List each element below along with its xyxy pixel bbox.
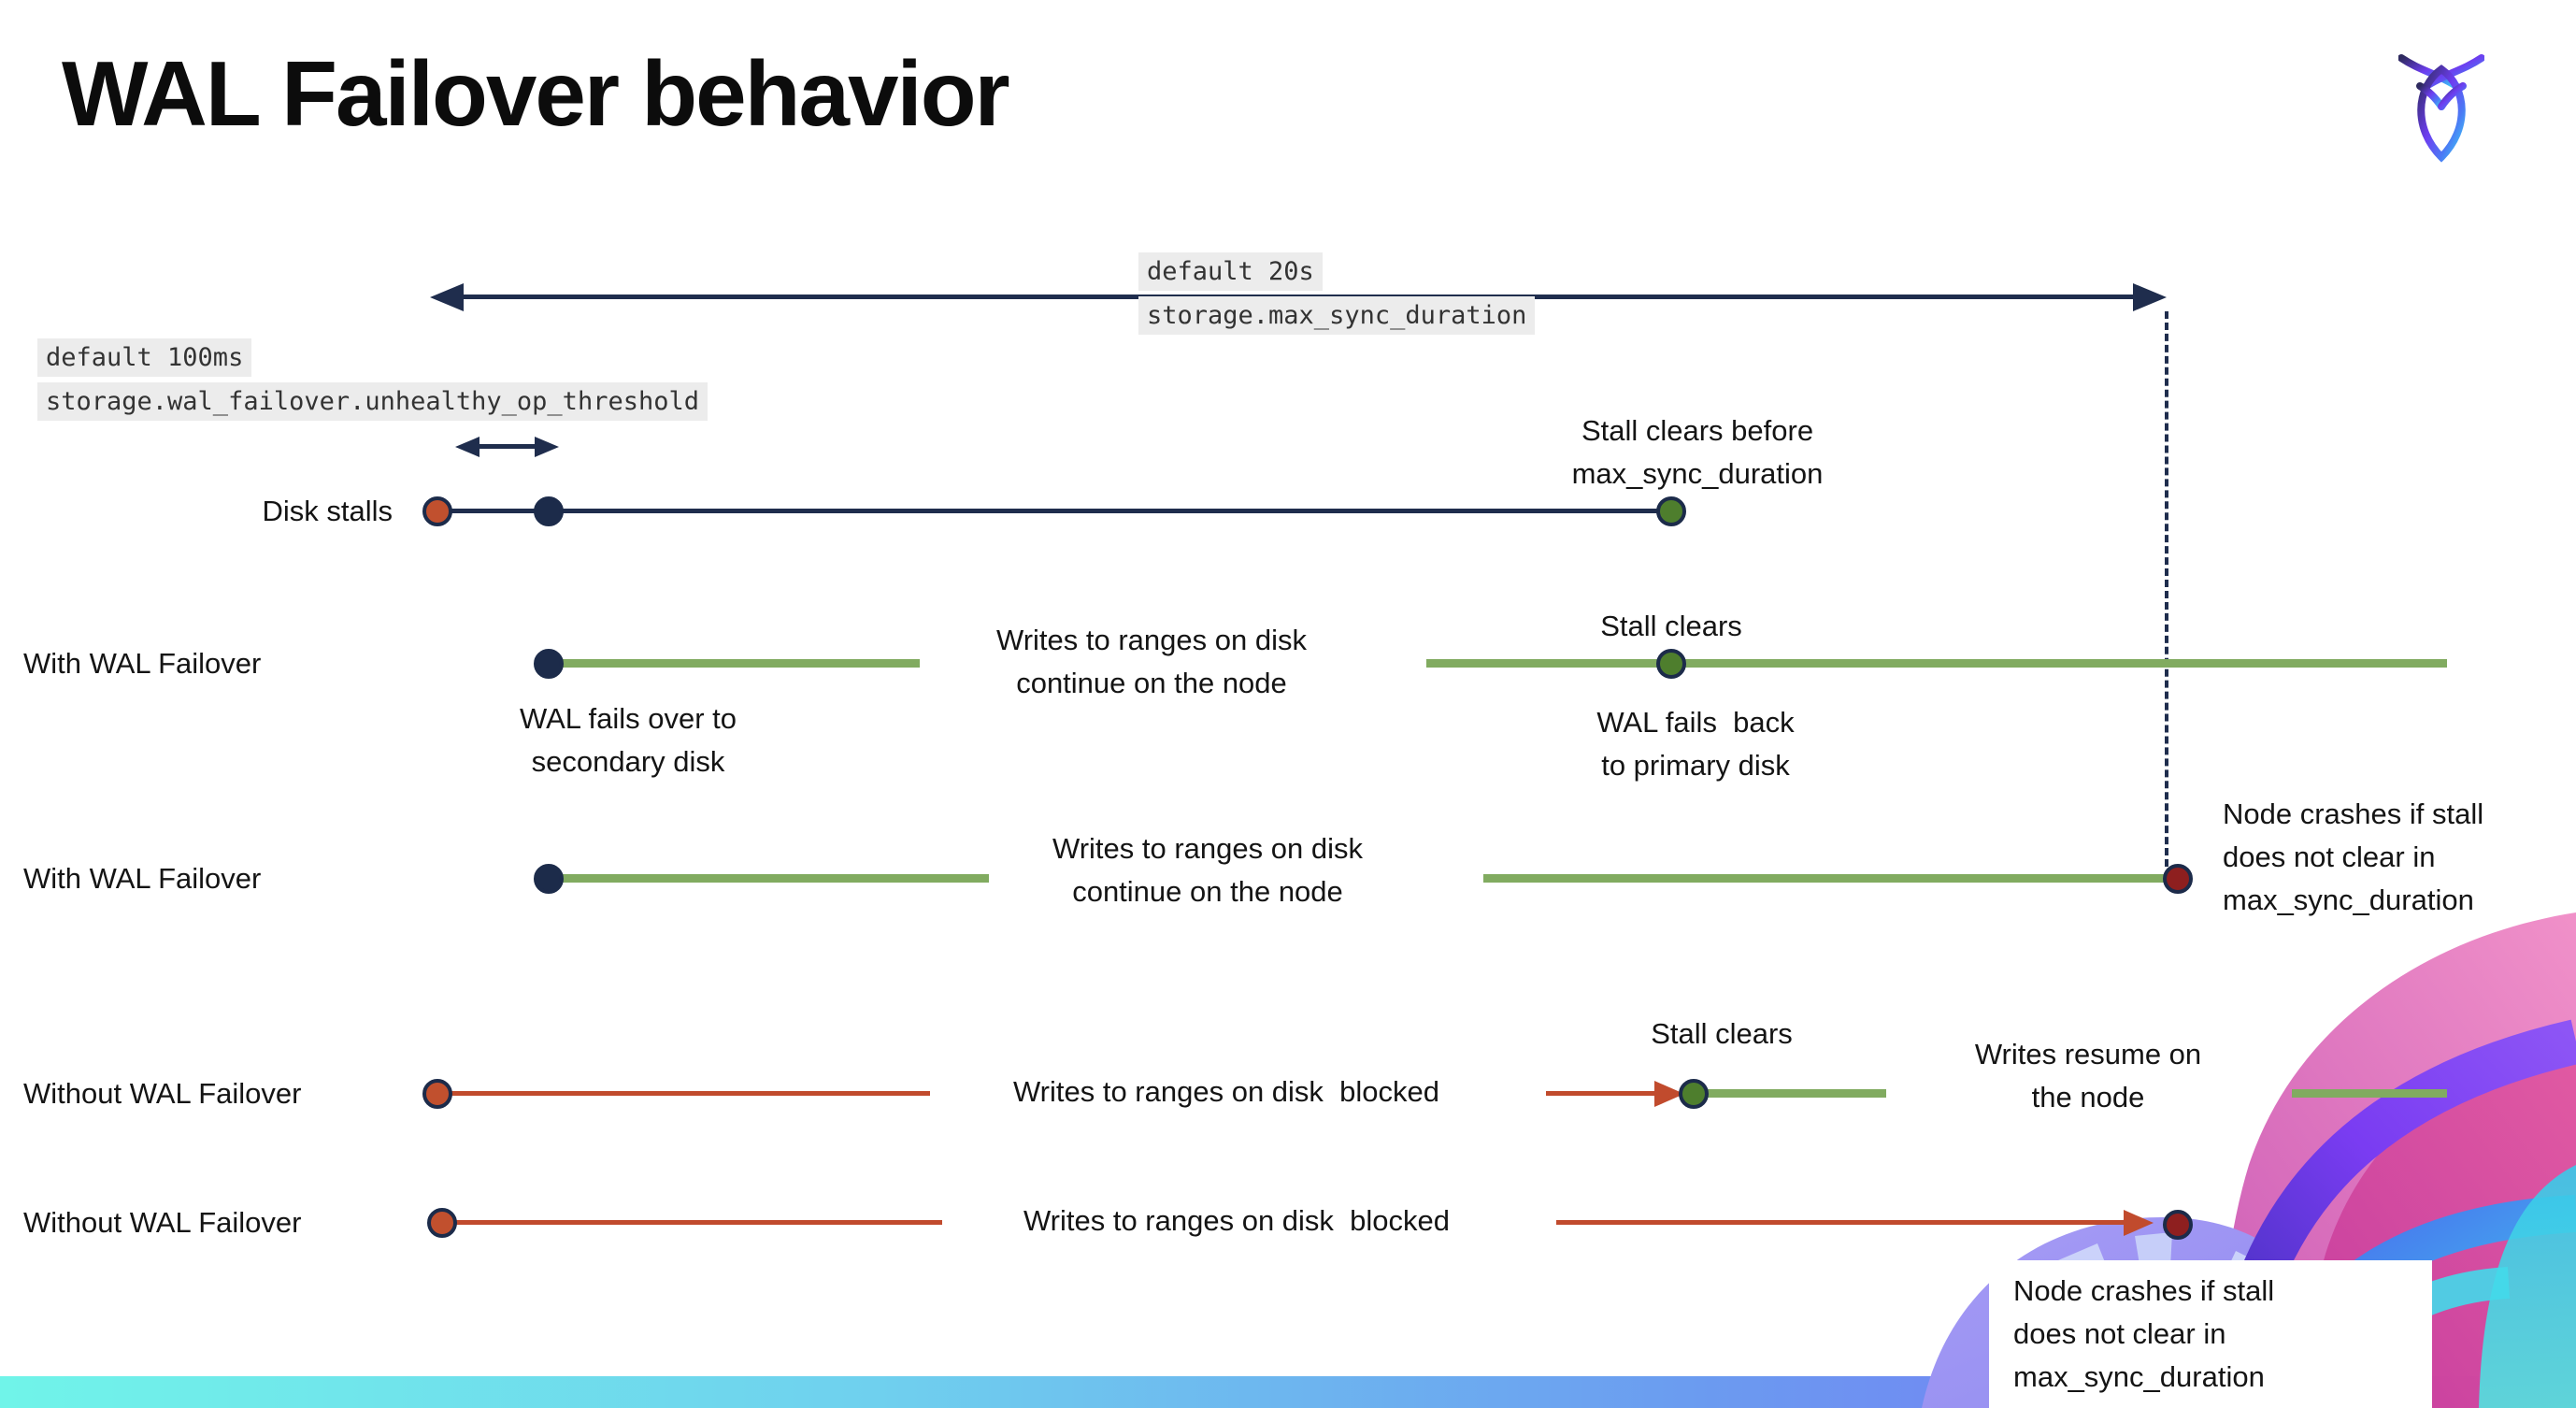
wal-fails-back-note: WAL fails back to primary disk	[1596, 706, 1795, 782]
stall-clears-dot-no-failover	[1679, 1079, 1709, 1109]
green-line-resume-a	[1707, 1089, 1886, 1098]
stall-clears-dot-failover1	[1656, 649, 1686, 679]
node-crash-dot-no-failover	[2163, 1210, 2193, 1240]
disk-stall-dot-no-failover-1	[422, 1079, 452, 1109]
green-line-failover2-b	[1483, 874, 2165, 883]
stall-clears-label-no-failover: Stall clears	[1651, 1017, 1793, 1050]
red-arrow-shaft-2	[1556, 1220, 2125, 1225]
writes-blocked-note-1: Writes to ranges on disk blocked	[1012, 1075, 1440, 1108]
red-line-blocked-2	[442, 1220, 942, 1225]
cockroachdb-logo-icon	[2398, 54, 2484, 163]
unhealthy-op-threshold-label: default 100ms storage.wal_failover.unhea…	[37, 338, 708, 426]
green-line-resume-b	[2292, 1089, 2447, 1098]
unhealthy-op-default-value: default 100ms	[37, 338, 252, 377]
row-label-with-wal-failover-1: With WAL Failover	[23, 647, 262, 680]
max-sync-duration-label: default 20s storage.max_sync_duration	[1138, 252, 1536, 340]
row-label-disk-stalls: Disk stalls	[262, 495, 393, 527]
wal-fails-over-note: WAL fails over to secondary disk	[519, 702, 737, 778]
green-line-failover1-b	[1426, 659, 2447, 668]
row-label-with-wal-failover-2: With WAL Failover	[23, 862, 262, 895]
writes-continue-note-2: Writes to ranges on disk continue on the…	[1052, 832, 1363, 908]
max-sync-default-value: default 20s	[1138, 252, 1323, 291]
page-title: WAL Failover behavior	[62, 42, 1010, 145]
stall-clears-dot-row1	[1656, 496, 1686, 526]
red-arrow-head-2	[2124, 1210, 2154, 1236]
unhealthy-op-setting-name: storage.wal_failover.unhealthy_op_thresh…	[37, 382, 708, 421]
red-arrow-shaft-1	[1546, 1091, 1656, 1096]
max-sync-arrow-right-head	[2133, 283, 2167, 311]
disk-stall-start-dot	[422, 496, 452, 526]
stall-clears-before-note: Stall clears before max_sync_duration	[1571, 414, 1824, 490]
writes-resume-note: Writes resume on the node	[1974, 1038, 2202, 1113]
wal-failover-dot	[534, 649, 564, 679]
threshold-arrow-left-head	[455, 437, 479, 457]
node-crash-callout-box: Node crashes if stall does not clear in …	[1989, 1260, 2432, 1408]
disk-stall-timeline	[437, 509, 1671, 513]
writes-continue-note-1: Writes to ranges on disk continue on the…	[996, 624, 1307, 699]
row-label-without-wal-failover-1: Without WAL Failover	[23, 1077, 302, 1110]
max-sync-arrow-left-head	[430, 283, 464, 311]
threshold-arrow-right-head	[535, 437, 559, 457]
threshold-arrow-shaft	[475, 444, 540, 449]
disk-stall-dot-no-failover-2	[427, 1208, 457, 1238]
stall-clears-label-failover1: Stall clears	[1600, 610, 1742, 642]
max-sync-setting-name: storage.max_sync_duration	[1138, 296, 1536, 335]
green-line-failover2-a	[549, 874, 989, 883]
wal-failover-dot-2	[534, 864, 564, 894]
row-label-without-wal-failover-2: Without WAL Failover	[23, 1206, 302, 1239]
threshold-reached-dot	[534, 496, 564, 526]
node-crash-note-failover: Node crashes if stall does not clear in …	[2223, 797, 2484, 916]
node-crash-note-no-failover: Node crashes if stall does not clear in …	[2013, 1274, 2275, 1393]
writes-blocked-note-2: Writes to ranges on disk blocked	[1023, 1204, 1451, 1237]
red-line-blocked-1	[437, 1091, 930, 1096]
node-crash-dot-failover	[2163, 864, 2193, 894]
green-line-failover1-a	[549, 659, 920, 668]
max-sync-deadline-dashed-line	[2165, 311, 2168, 867]
